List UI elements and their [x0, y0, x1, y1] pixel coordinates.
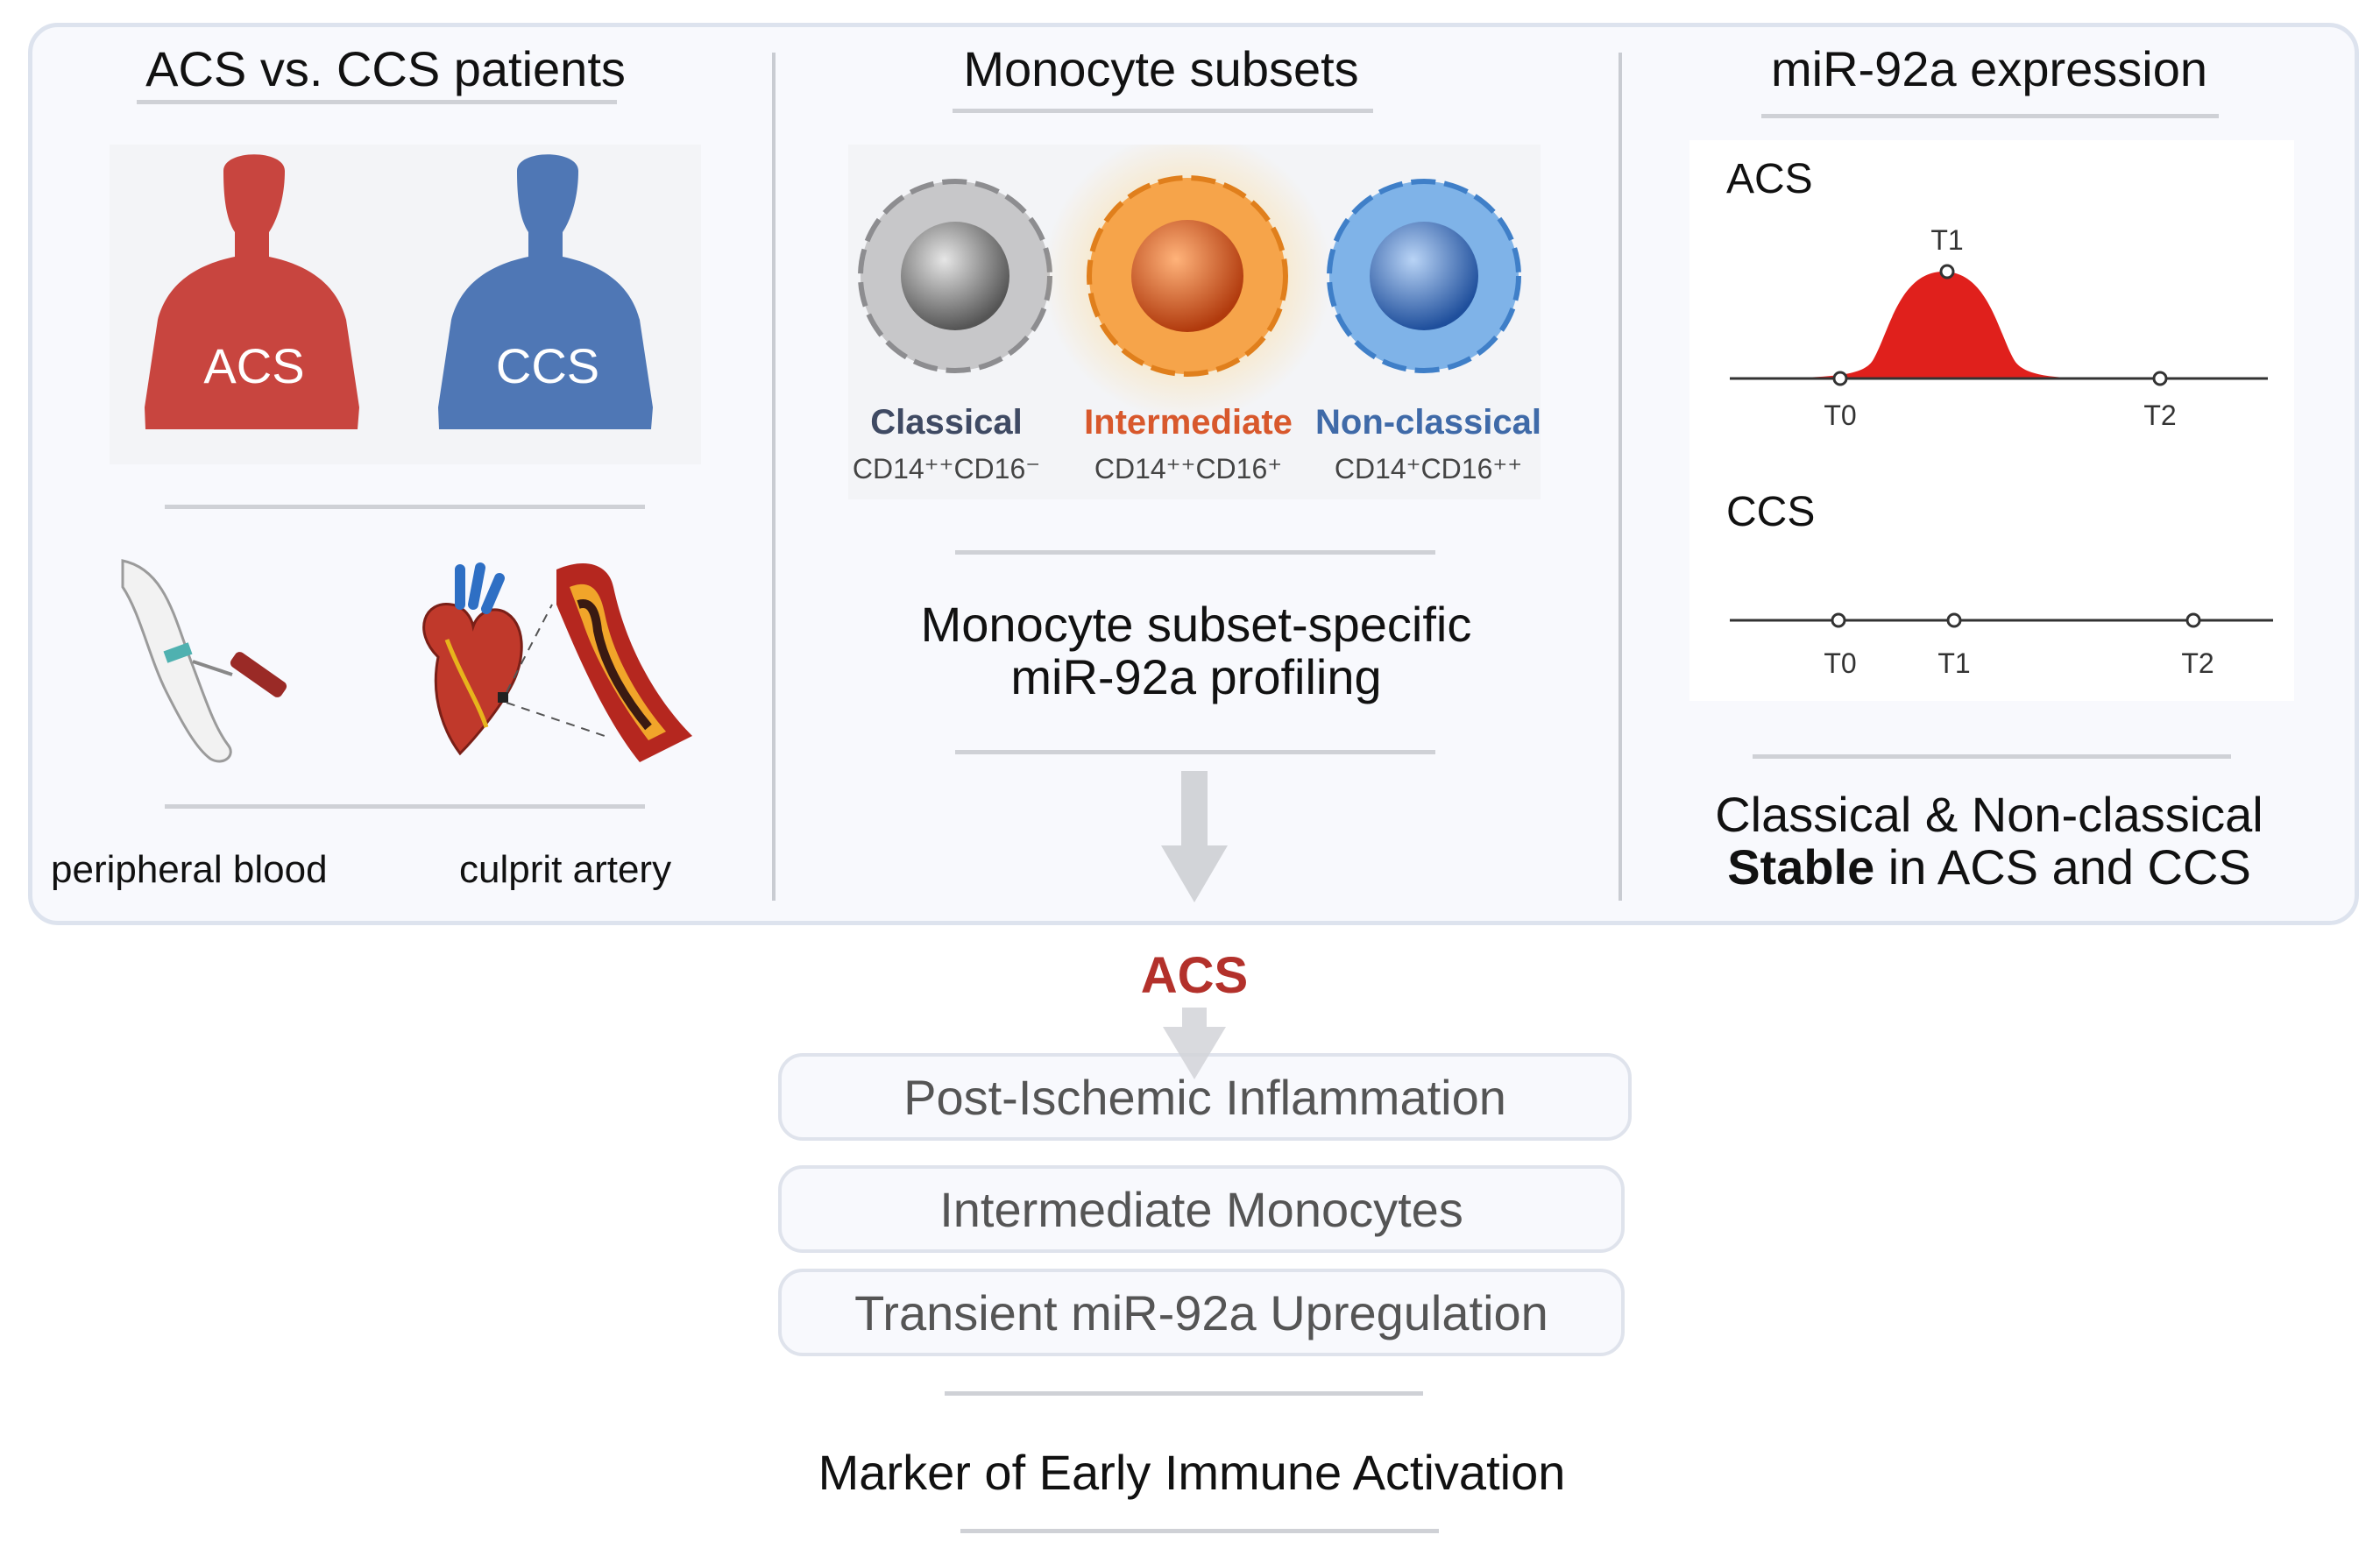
subset-markers-classical: CD14⁺⁺CD16⁻: [853, 453, 1040, 484]
culprit-artery-icon: [556, 562, 692, 762]
middle-divider-1: [955, 550, 1435, 555]
sampling-illustration: [114, 552, 710, 771]
flow-conclusion: Marker of Early Immune Activation: [818, 1445, 1566, 1500]
acs-patient-figure: ACS: [145, 154, 359, 429]
flow-acs-label: ACS: [1140, 947, 1249, 1004]
subset-name-non-classical: Non-classical: [1315, 403, 1541, 442]
ccs-plot-label: CCS: [1726, 489, 1815, 535]
acs-figure-label: ACS: [203, 338, 304, 393]
right-column-title: miR-92a expression: [1771, 41, 2207, 96]
acs-plot-label: ACS: [1726, 156, 1813, 202]
arm-blood-draw-icon: [121, 559, 287, 763]
ccs-figure-label: CCS: [496, 338, 599, 393]
classical-monocyte-cell: [858, 179, 1052, 373]
left-divider-1: [165, 505, 645, 509]
right-conclusion-rest: in ACS and CCS: [1874, 839, 2251, 895]
profiling-text-line1: Monocyte subset-specific: [920, 597, 1472, 652]
subset-name-classical: Classical: [870, 403, 1022, 442]
right-conclusion: Classical & Non-classical Stable in ACS …: [1665, 789, 2313, 894]
flow-box-intermediate-monocytes: Intermediate Monocytes: [778, 1165, 1625, 1253]
flow-box-intermediate-monocytes-text: Intermediate Monocytes: [939, 1181, 1463, 1237]
column-divider-left: [772, 53, 776, 901]
left-title-underline: [137, 100, 617, 104]
subset-markers-non-classical: CD14⁺CD16⁺⁺: [1335, 453, 1522, 484]
acs-peak-area: [1777, 272, 2101, 378]
acs-tick-t2: T2: [2143, 400, 2176, 431]
flow-box-mir92a-text: Transient miR-92a Upregulation: [854, 1284, 1548, 1340]
down-arrow-1: [1161, 771, 1228, 902]
ccs-tick-t2: T2: [2181, 647, 2214, 679]
acs-point-t1: [1939, 264, 1955, 279]
right-divider: [1753, 754, 2231, 759]
profiling-text-line2: miR-92a profiling: [1010, 649, 1382, 704]
expression-plots: ACS T0 T1 T2 CCS T0 T1 T2: [1689, 140, 2294, 701]
right-conclusion-line1: Classical & Non-classical: [1715, 787, 2263, 842]
column-divider-right: [1619, 53, 1622, 901]
ccs-point-t0: [1831, 612, 1846, 628]
monocyte-subsets-figure: Classical Intermediate Non-classical CD1…: [848, 131, 1541, 499]
acs-tick-t1: T1: [1930, 224, 1963, 256]
caption-culprit-artery: culprit artery: [459, 848, 672, 891]
acs-point-t2: [2152, 371, 2168, 386]
middle-title-underline: [953, 109, 1373, 113]
caption-peripheral-blood: peripheral blood: [51, 848, 328, 891]
profiling-text: Monocyte subset-specific miR-92a profili…: [841, 598, 1551, 704]
intermediate-monocyte-cell: [1043, 131, 1332, 421]
flow-divider-1: [945, 1391, 1423, 1396]
right-title-underline: [1761, 114, 2219, 118]
patient-figures: ACS CCS: [110, 145, 701, 464]
ccs-patient-figure: CCS: [438, 154, 653, 429]
heart-icon: [422, 562, 523, 756]
ccs-tick-t0: T0: [1824, 647, 1856, 679]
acs-point-t0: [1832, 371, 1848, 386]
subset-markers-intermediate: CD14⁺⁺CD16⁺: [1094, 453, 1282, 484]
acs-tick-t0: T0: [1824, 400, 1856, 431]
middle-column-title: Monocyte subsets: [963, 41, 1359, 96]
down-arrow-2: [1163, 1008, 1226, 1079]
expression-svg: ACS T0 T1 T2 CCS T0 T1 T2: [1726, 156, 2273, 679]
subset-name-intermediate: Intermediate: [1084, 403, 1293, 442]
non-classical-monocyte-cell: [1327, 179, 1521, 373]
flow-divider-2: [960, 1529, 1439, 1533]
ccs-point-t2: [2185, 612, 2201, 628]
left-column-title: ACS vs. CCS patients: [145, 41, 626, 96]
flow-box-mir92a: Transient miR-92a Upregulation: [778, 1269, 1625, 1356]
right-conclusion-line2: Stable in ACS and CCS: [1665, 841, 2313, 894]
stable-word: Stable: [1727, 839, 1875, 895]
left-divider-2: [165, 804, 645, 809]
middle-divider-2: [955, 750, 1435, 754]
ccs-point-t1: [1946, 612, 1962, 628]
flow-box-inflammation: Post-Ischemic Inflammation: [778, 1053, 1632, 1141]
ccs-tick-t1: T1: [1937, 647, 1970, 679]
flow-box-inflammation-text: Post-Ischemic Inflammation: [903, 1069, 1506, 1125]
